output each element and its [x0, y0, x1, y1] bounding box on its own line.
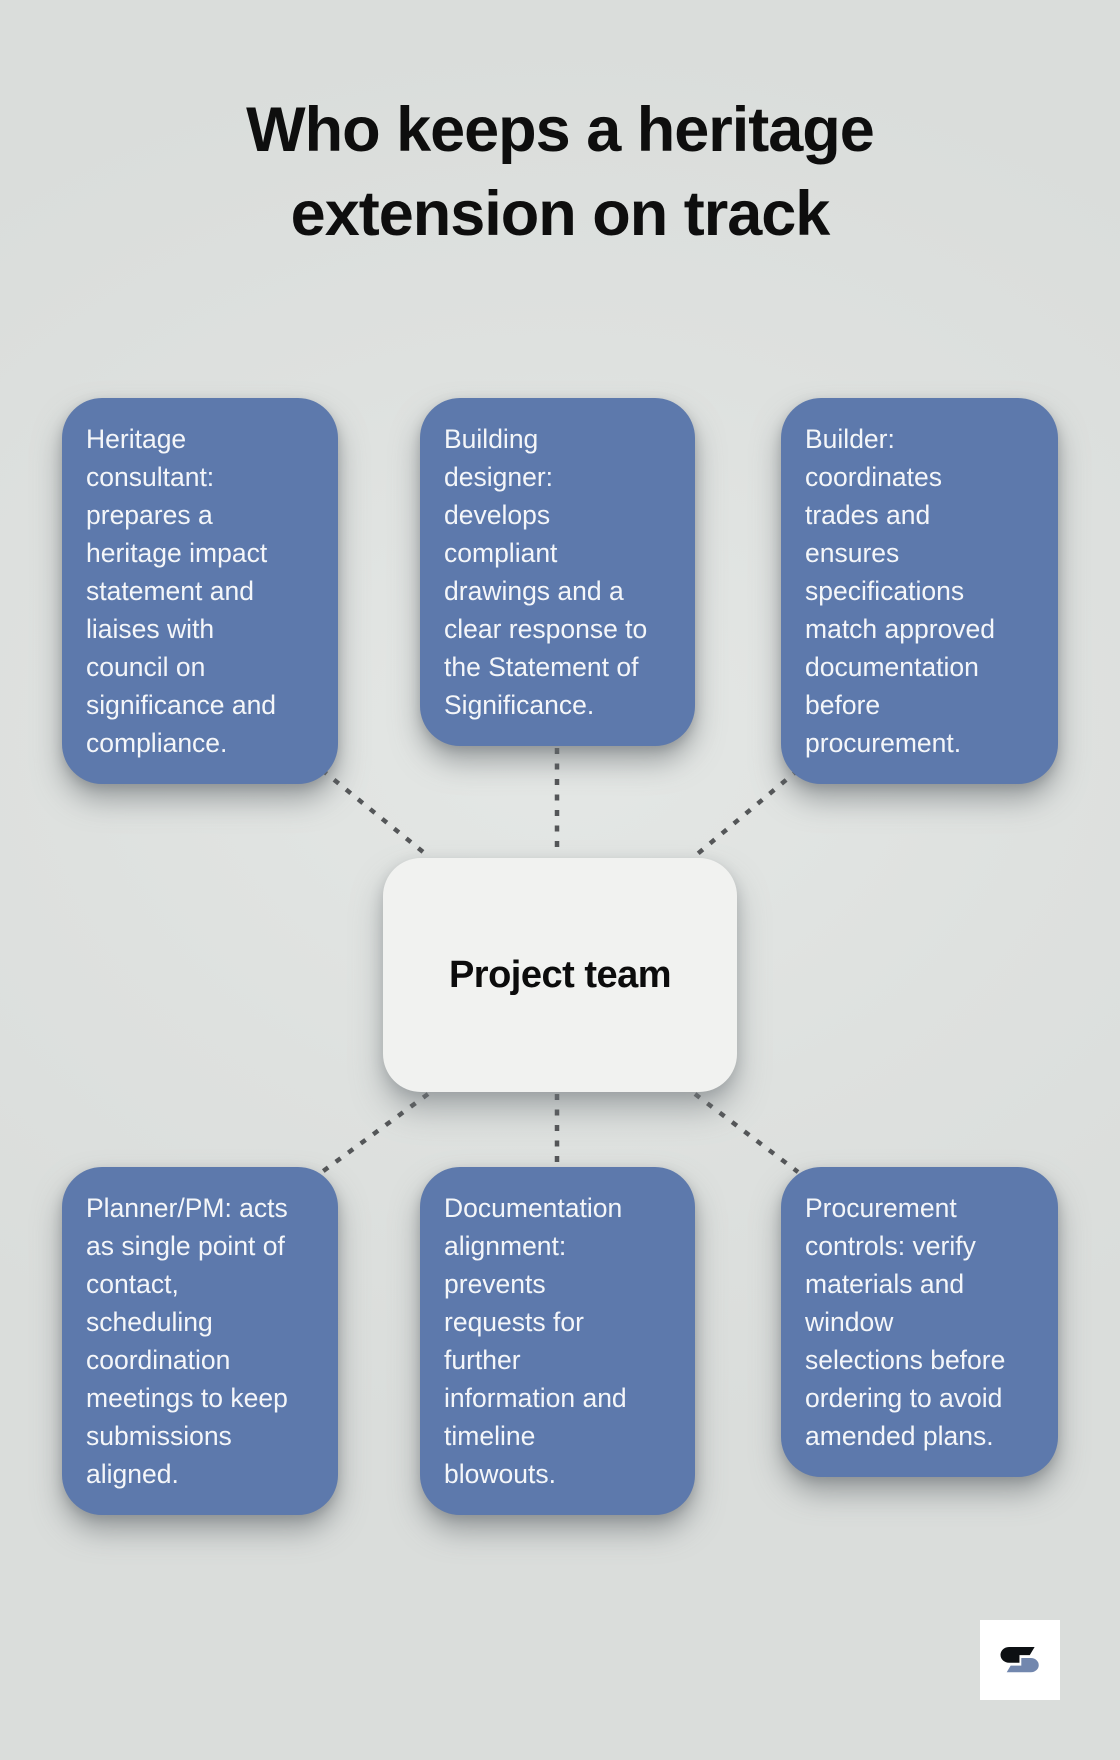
- node-planner-pm: Planner/PM: acts as single point of cont…: [62, 1167, 338, 1515]
- node-documentation-alignment: Documentation alignment: prevents reques…: [420, 1167, 695, 1515]
- center-node-label: Project team: [448, 953, 672, 996]
- node-procurement-controls: Procurement controls: verify materials a…: [781, 1167, 1058, 1477]
- node-builder: Builder: coordinates trades and ensures …: [781, 398, 1058, 784]
- page-title: Who keeps a heritage extension on track: [246, 95, 875, 249]
- node-heritage-consultant: Heritage consultant: prepares a heritage…: [62, 398, 338, 784]
- interlocked-s-monogram-icon: [1000, 1647, 1041, 1674]
- node-building-designer: Building designer: develops compliant dr…: [420, 398, 695, 746]
- center-node-project-team: Project team: [383, 858, 737, 1092]
- brand-logo: [980, 1620, 1060, 1700]
- node-text: Builder: coordinates trades and ensures …: [805, 424, 996, 758]
- node-text: Documentation alignment: prevents reques…: [444, 1193, 627, 1489]
- node-text: Building designer: develops compliant dr…: [444, 424, 648, 720]
- node-text: Planner/PM: acts as single point of cont…: [86, 1193, 288, 1489]
- connector-line: [320, 1092, 430, 1174]
- connector-line: [693, 1092, 800, 1174]
- node-text: Procurement controls: verify materials a…: [805, 1193, 1006, 1451]
- node-text: Heritage consultant: prepares a heritage…: [86, 424, 277, 758]
- connector-line: [320, 768, 430, 858]
- connector-line: [693, 768, 800, 858]
